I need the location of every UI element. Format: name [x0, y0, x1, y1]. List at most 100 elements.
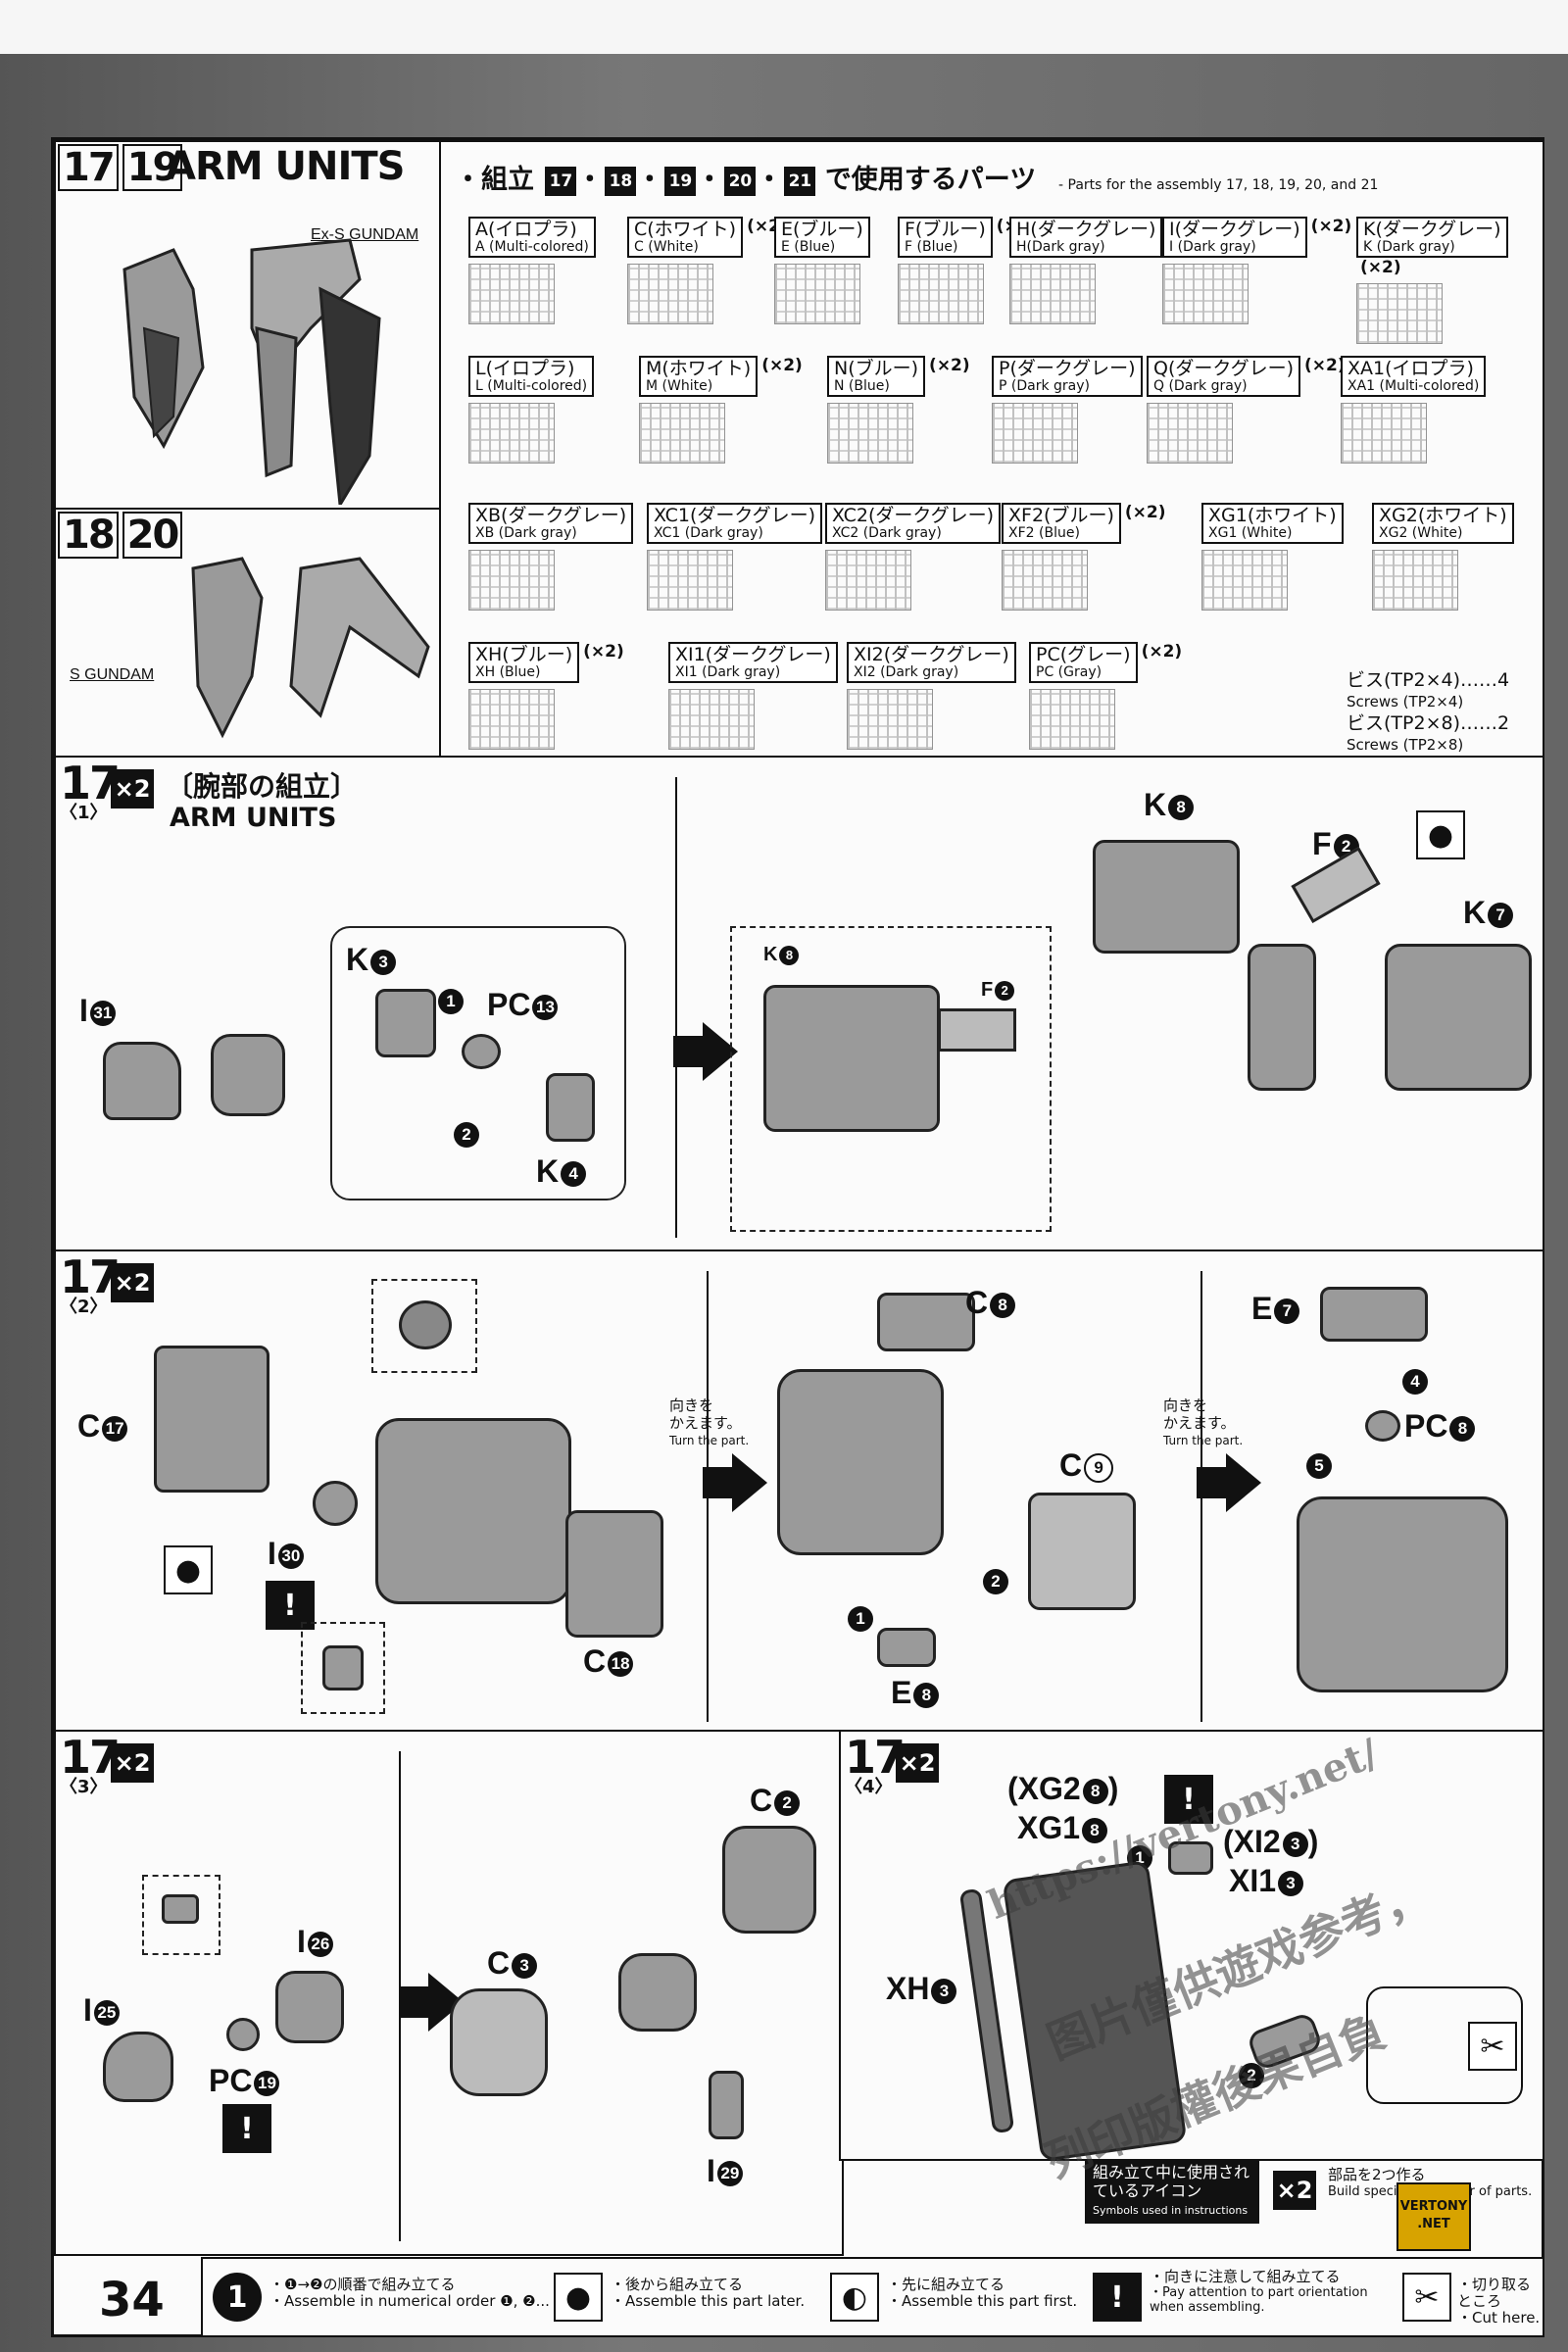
part-runner: XG2(ホワイト)XG2 (White)	[1372, 503, 1514, 611]
turn-jp: 向きを かえます。	[669, 1396, 742, 1432]
part-e7	[1320, 1287, 1428, 1342]
part-name-en: XB (Dark gray)	[475, 525, 577, 541]
part-letter: C	[750, 1783, 773, 1818]
section-title: ARM UNITS	[166, 144, 405, 189]
order-number: 1	[438, 988, 464, 1014]
exs-gundam-label: Ex-S GUNDAM	[311, 226, 419, 243]
turn-note: 向きを かえます。 Turn the part.	[669, 1396, 749, 1449]
part-letter: K	[1144, 787, 1167, 822]
part-pc8	[1365, 1410, 1400, 1442]
part-sub-assembly	[618, 1953, 697, 2032]
part-k8	[1093, 840, 1240, 954]
part-name-jp: H(ダークグレー)	[1016, 219, 1156, 240]
part-name-jp: XF2(ブルー)	[1008, 505, 1114, 526]
part-detail	[399, 1300, 452, 1349]
part-name-en: XH (Blue)	[475, 664, 541, 680]
orientation-warning-icon: !	[222, 2104, 271, 2153]
page-number: 34	[99, 2273, 165, 2328]
detail-view	[371, 1279, 477, 1373]
orientation-warning-icon: !	[1093, 2273, 1142, 2322]
legend-en: ・Pay attention to part orientation when …	[1150, 2285, 1368, 2315]
part-number: 8	[913, 1682, 940, 1708]
part-runner: H(ダークグレー)H(Dark gray)	[1009, 217, 1163, 324]
detail-view	[301, 1622, 385, 1714]
step-number: 19	[122, 144, 183, 191]
part-letter: I	[707, 2153, 715, 2188]
detail-view	[142, 1875, 220, 1955]
part-letter: (XG2	[1007, 1771, 1081, 1806]
part-name-jp: L(イロプラ)	[475, 358, 575, 379]
scan-top-margin	[0, 0, 1568, 54]
part-name-jp: XG2(ホワイト)	[1379, 505, 1507, 526]
runner-thumbnail	[992, 403, 1078, 464]
part-name-jp: M(ホワイト)	[646, 358, 752, 379]
sub-assembly-box	[730, 926, 1052, 1232]
part-runner: XF2(ブルー)XF2 (Blue) (×2)	[1002, 503, 1165, 611]
part-letter: E	[891, 1675, 912, 1710]
order-number: 2	[454, 1121, 479, 1148]
orientation-warning-icon: !	[1164, 1775, 1213, 1824]
screw-en: Screws (TP2×4)	[1347, 693, 1464, 710]
screw-jp: ビス(TP2×8)……2	[1347, 712, 1510, 734]
part-number: 4	[561, 1160, 587, 1187]
substep-number: 17〈3〉	[60, 1735, 121, 1796]
part-runner: XI1(ダークグレー)XI1 (Dark gray)	[668, 642, 838, 750]
cut-here-icon: ✂	[1402, 2273, 1451, 2322]
part-assembly	[211, 1034, 285, 1116]
legend-en: ・Cut here.	[1457, 2309, 1541, 2327]
part-runner: M(ホワイト)M (White)(×2)	[639, 356, 803, 464]
part-name-en: M (White)	[646, 378, 713, 394]
part-runner: PC(グレー)PC (Gray)(×2)	[1029, 642, 1182, 750]
part-name-en: XI2 (Dark gray)	[854, 664, 959, 680]
part-number: 8	[1082, 1817, 1108, 1843]
part-name-jp: P(ダークグレー)	[999, 358, 1136, 379]
part-multiplier: (×2)	[1310, 217, 1352, 236]
part-e8	[877, 1628, 936, 1667]
step-order: 4	[1400, 1361, 1428, 1397]
legend-order: ・❶→❷の順番で組み立てる・Assemble in numerical orde…	[270, 2277, 550, 2310]
legend-later: ・後から組み立てる・Assemble this part later.	[611, 2277, 805, 2310]
part-letter: I	[297, 1924, 306, 1959]
runner-thumbnail	[647, 550, 733, 611]
part-multiplier: (×2)	[583, 642, 624, 662]
order-number: 2	[983, 1568, 1008, 1594]
legend-jp: ・❶→❷の順番で組み立てる	[270, 2276, 456, 2293]
badge-top: VERTONY	[1399, 2199, 1468, 2214]
part-number: 3	[1282, 1831, 1308, 1857]
part-name-jp: A(イロプラ)	[475, 219, 577, 240]
step-order: 1	[846, 1598, 873, 1635]
part-name-jp: I(ダークグレー)	[1169, 219, 1300, 240]
step-sub: 〈2〉	[60, 1297, 108, 1317]
part-letter: C	[965, 1285, 989, 1320]
order-number: 4	[1402, 1368, 1428, 1395]
part-name-en: XF2 (Blue)	[1008, 525, 1080, 541]
part-name-en: H(Dark gray)	[1016, 239, 1105, 255]
part-name-jp: XI1(ダークグレー)	[675, 644, 831, 665]
part-c9	[1028, 1493, 1136, 1610]
part-letter: PC	[1404, 1408, 1448, 1444]
turn-en: Turn the part.	[669, 1434, 750, 1447]
part-number: 7	[1488, 902, 1514, 928]
detail-callout	[330, 926, 626, 1200]
part-name-en: F (Blue)	[905, 239, 958, 255]
part-k7	[1385, 944, 1532, 1091]
part-letter: K	[763, 944, 778, 965]
runner-thumbnail	[468, 403, 555, 464]
part-runner: F(ブルー)F (Blue)(×2)	[898, 217, 1037, 324]
part-multiplier: (×2)	[1124, 503, 1166, 522]
runner-thumbnail	[1002, 550, 1088, 611]
part-name-en: PC (Gray)	[1036, 664, 1102, 680]
part-letter: XI1	[1229, 1863, 1277, 1898]
runner-thumbnail	[1009, 264, 1096, 324]
legend-orient: ・向きに注意して組み立てる・Pay attention to part orie…	[1150, 2269, 1375, 2316]
part-sub-assembly	[1248, 944, 1316, 1091]
